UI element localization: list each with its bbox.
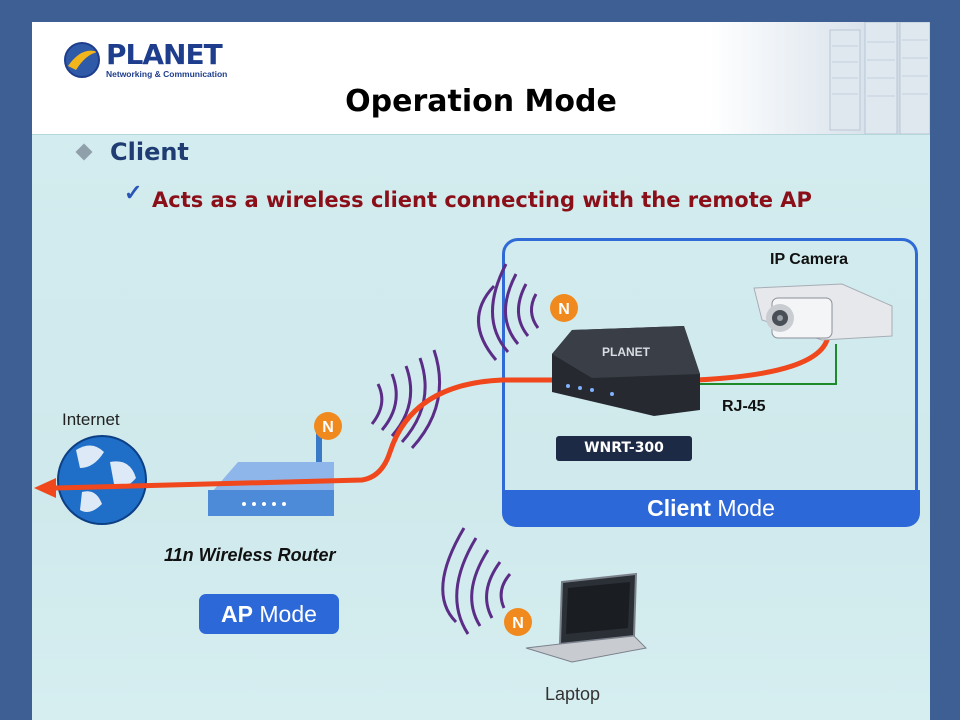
internet-label: Internet xyxy=(62,410,120,430)
svg-text:N: N xyxy=(512,615,524,632)
ap-mode-bold: AP xyxy=(221,601,253,627)
device-logo: PLANET xyxy=(602,345,651,359)
wnrt-300-device: PLANET xyxy=(552,326,700,416)
n-badge-icon: N xyxy=(550,294,578,322)
client-mode-banner: Client Mode xyxy=(502,490,920,527)
wireless-waves-icon xyxy=(478,264,538,360)
client-mode-rest: Mode xyxy=(711,495,775,521)
network-link-line xyxy=(56,336,828,488)
laptop-icon xyxy=(526,574,646,662)
network-diagram: PLANET N N N xyxy=(32,22,930,720)
svg-text:N: N xyxy=(322,419,334,436)
n-badge-icon: N xyxy=(314,412,342,440)
router-label: 11n Wireless Router xyxy=(164,545,336,566)
n-badge-icon: N xyxy=(504,608,532,636)
ap-mode-badge: AP Mode xyxy=(199,594,339,634)
ap-mode-rest: Mode xyxy=(253,601,317,627)
client-mode-bold: Client xyxy=(647,495,711,521)
wireless-waves-icon xyxy=(443,528,510,634)
router-icon xyxy=(208,430,334,516)
rj45-label: RJ-45 xyxy=(722,398,766,416)
globe-icon xyxy=(58,436,146,524)
arrow-head-icon xyxy=(34,478,56,498)
camera-icon xyxy=(754,284,892,340)
svg-text:N: N xyxy=(558,301,570,318)
device-model-label: WNRT-300 xyxy=(556,436,692,461)
ip-camera-label: IP Camera xyxy=(770,251,848,269)
slide: PLANET Networking & Communication Operat… xyxy=(32,22,930,720)
laptop-label: Laptop xyxy=(545,684,600,705)
